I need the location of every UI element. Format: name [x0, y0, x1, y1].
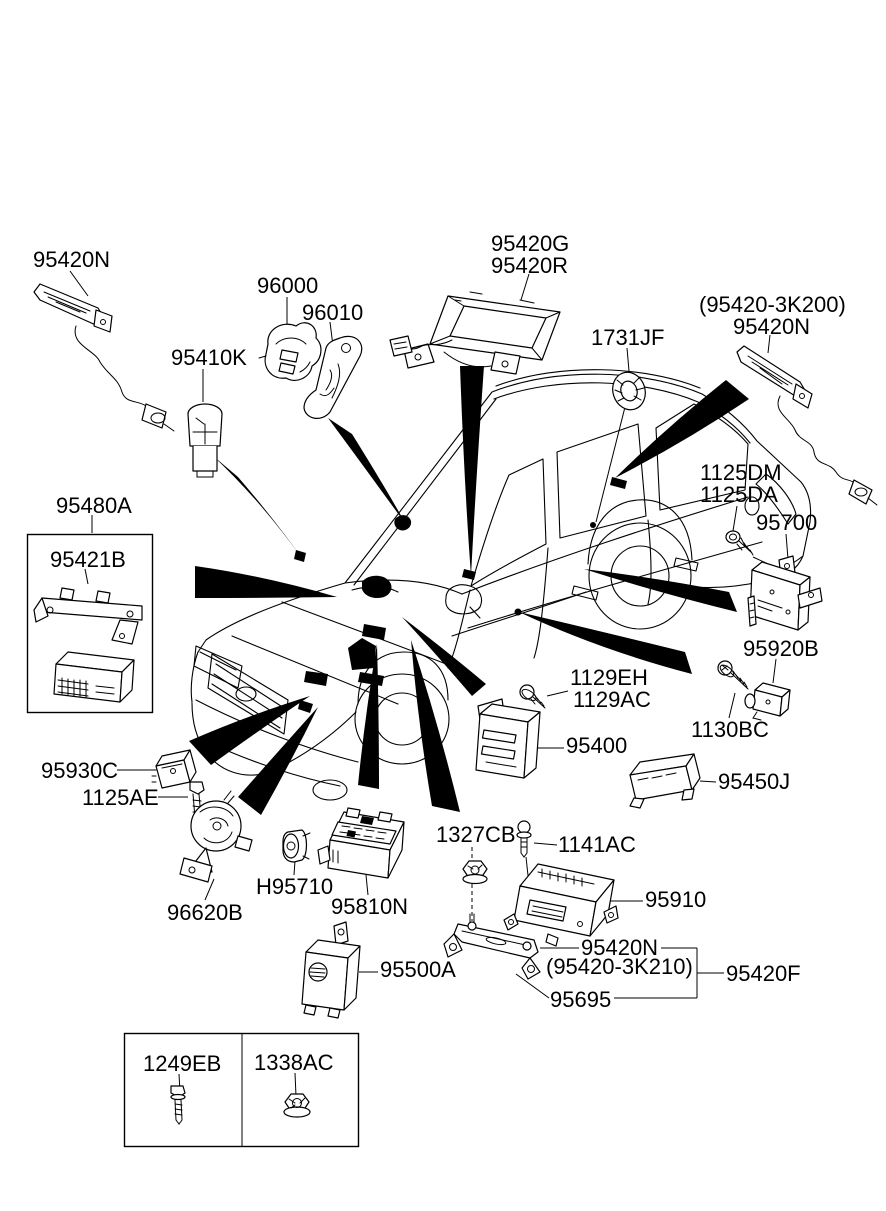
callout-screw-1129eh: 1129EH [570, 665, 648, 690]
part-relay-assembly [475, 684, 546, 779]
callout-mounting-bracket: 95695 [550, 987, 612, 1012]
callout-rear-antenna-alt: (95420-3K200) [699, 292, 846, 317]
part-icm-relay [629, 753, 701, 809]
callout-icm-relay: 95450J [718, 769, 791, 794]
car-location-marks [294, 477, 627, 713]
part-sensor-h95710 [282, 829, 311, 863]
part-rear-antenna [736, 345, 878, 506]
part-horn [179, 790, 253, 883]
part-hazard-button [187, 403, 223, 478]
callout-bolt-1125da: 1125DA [700, 482, 778, 507]
part-kit-module [53, 651, 135, 703]
part-bolt-1249eb [170, 1085, 186, 1125]
part-bolt-1141ac [516, 820, 532, 858]
callout-nut-1327cb: 1327CB [436, 822, 516, 847]
callout-bracket-antenna-alt: (95420-3K210) [546, 954, 693, 979]
callout-nut-1338ac: 1338AC [254, 1050, 334, 1075]
callout-sensor-h95710: H95710 [256, 874, 334, 899]
callout-key-blank: 96010 [302, 300, 364, 325]
part-bolt-1125 [725, 530, 754, 556]
callout-bracket-antenna: 95420N [581, 935, 659, 960]
callout-kit-bracket: 95421B [50, 547, 126, 572]
callout-bolt-1125ae: 1125AE [82, 785, 159, 810]
part-roof-antenna-assembly [389, 291, 561, 375]
leader-lines [69, 270, 789, 1097]
callout-antenna-f: 95420F [726, 961, 801, 986]
callout-bolt-1249eb: 1249EB [143, 1051, 222, 1076]
part-keyless-transmitter [258, 322, 322, 381]
part-relay-front [151, 749, 197, 789]
part-body-module [747, 555, 823, 631]
callout-relay-95500a: 95500A [380, 957, 456, 982]
part-kit-bracket [33, 587, 143, 645]
callout-body-module: 95700 [756, 510, 818, 535]
callout-bolt-1125dm: 1125DM [700, 460, 782, 485]
pointer-arrows [189, 366, 749, 815]
part-impact-sensor [744, 682, 791, 721]
callout-rear-antenna: 95420N [733, 314, 811, 339]
part-bolt-1130bc [717, 660, 749, 690]
callout-keyless-tx: 96000 [257, 273, 319, 298]
kit-group-box [26, 533, 154, 714]
part-bolt-1125ae [189, 781, 205, 819]
callout-roof-antenna-r: 95420R [491, 253, 569, 278]
callout-module-95810n: 95810N [331, 894, 409, 919]
callout-grommet: 1731JF [591, 325, 665, 350]
part-mounting-bracket [443, 913, 541, 980]
callout-module-kit: 95480A [56, 493, 132, 518]
part-nut-1327cb [462, 860, 488, 885]
part-nut-1338ac [283, 1093, 311, 1118]
callout-impact-sensor: 95920B [743, 636, 819, 661]
car-outline [190, 369, 812, 801]
part-key-blank [303, 335, 363, 419]
callout-bolt-1130bc: 1130BC [691, 717, 769, 742]
part-module-95810n [317, 807, 405, 879]
callout-airbag-module: 95910 [645, 887, 707, 912]
callout-relay-front: 95930C [41, 758, 119, 783]
callout-relay-assembly: 95400 [566, 733, 628, 758]
callout-roof-antenna-g: 95420G [491, 231, 570, 256]
callout-front-antenna: 95420N [33, 247, 111, 272]
part-grommet [612, 371, 646, 411]
callout-bolt-1141ac: 1141AC [558, 832, 636, 857]
callout-screw-1129ac: 1129AC [573, 687, 651, 712]
callout-hazard-button: 95410K [171, 345, 247, 370]
part-airbag-module [503, 863, 619, 947]
part-relay-95500a [301, 921, 361, 1019]
callout-horn: 96620B [167, 900, 243, 925]
part-front-antenna [33, 283, 175, 432]
